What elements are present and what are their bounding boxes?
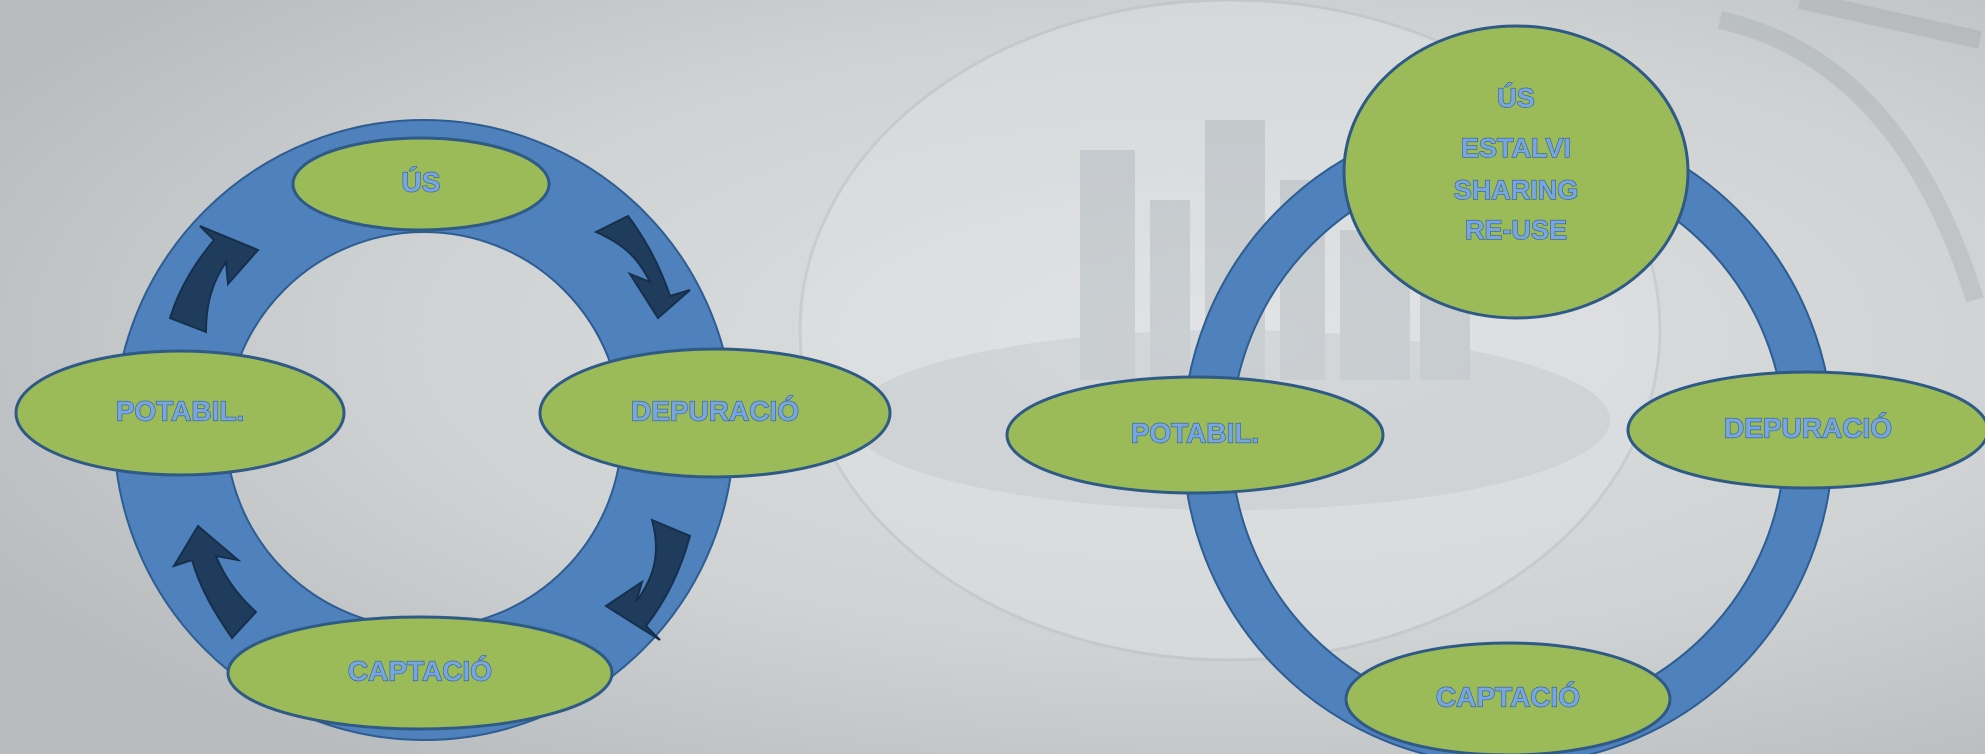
node-us-estalvi-line-2: ESTALVI xyxy=(1461,133,1571,163)
node-us-estalvi-line-1: ÚS xyxy=(1497,82,1535,113)
background-arch xyxy=(1718,0,1984,303)
node-captacio-right-label: CAPTACIÓ xyxy=(1436,681,1580,712)
curved-arrow-icon xyxy=(168,225,260,334)
node-captacio-label: CAPTACIÓ xyxy=(348,655,492,686)
node-us-estalvi-line-3: SHARING xyxy=(1454,175,1579,205)
right-cycle-diagram: ÚS ESTALVI SHARING RE-USE DEPURACIÓ CAPT… xyxy=(1005,24,1985,754)
node-us-estalvi-line-4: RE-USE xyxy=(1465,215,1567,245)
node-depuracio-right: DEPURACIÓ xyxy=(1626,370,1985,490)
node-potabil-right: POTABIL. xyxy=(1005,375,1385,495)
node-potabil-label: POTABIL. xyxy=(116,395,245,426)
node-depuracio-right-label: DEPURACIÓ xyxy=(1724,412,1892,443)
curved-arrow-icon xyxy=(593,214,691,320)
node-us-label: ÚS xyxy=(402,166,441,197)
node-captacio-right: CAPTACIÓ xyxy=(1344,641,1672,754)
curved-arrow-icon xyxy=(604,518,692,641)
node-potabil: POTABIL. xyxy=(14,349,346,477)
node-captacio: CAPTACIÓ xyxy=(226,615,614,731)
node-depuracio: DEPURACIÓ xyxy=(538,347,892,479)
curved-arrow-icon xyxy=(171,524,258,640)
node-depuracio-label: DEPURACIÓ xyxy=(631,395,799,426)
node-us: ÚS xyxy=(291,136,551,232)
node-potabil-right-label: POTABIL. xyxy=(1131,417,1260,448)
node-us-estalvi: ÚS ESTALVI SHARING RE-USE xyxy=(1342,24,1690,320)
left-cycle-diagram: ÚS DEPURACIÓ CAPTACIÓ POTABIL. xyxy=(14,119,892,741)
